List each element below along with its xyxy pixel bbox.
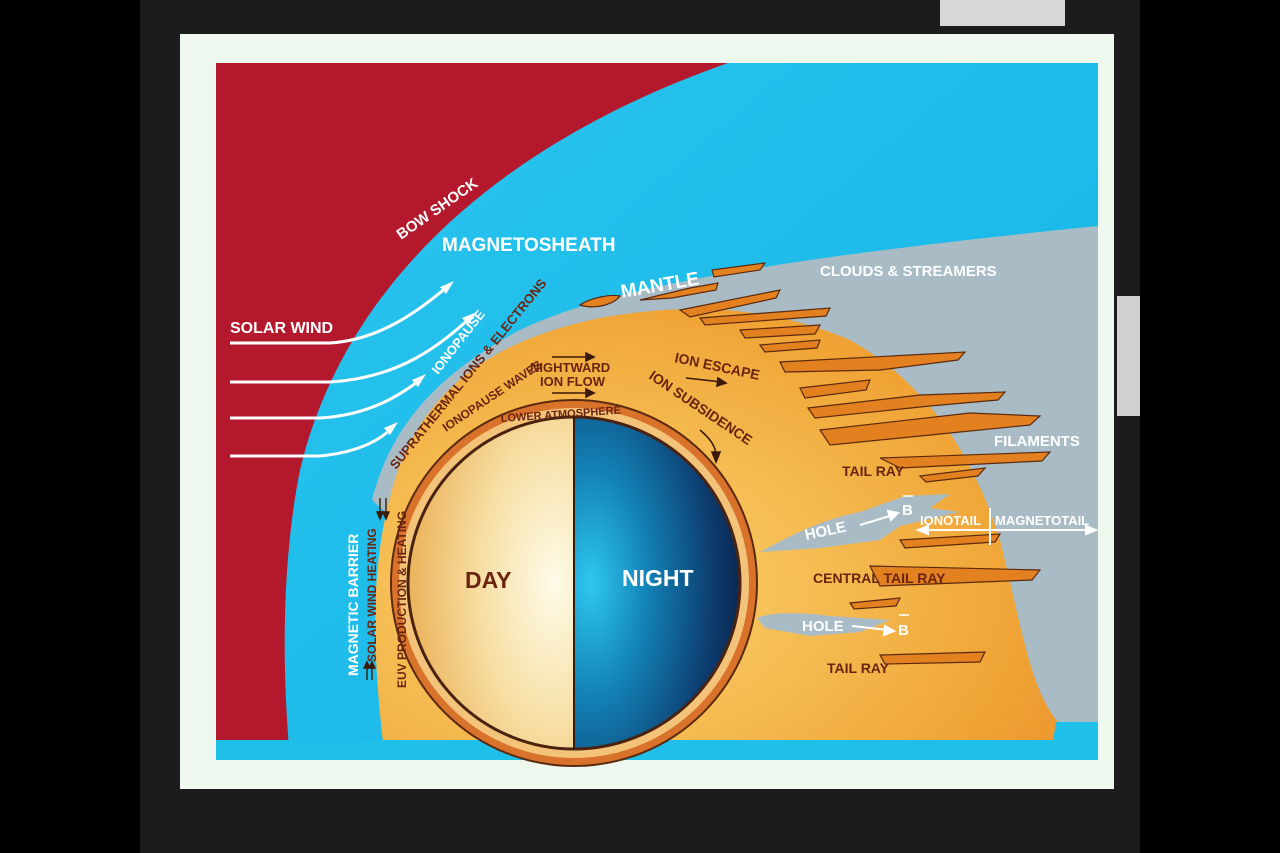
- hole-lower-region: [757, 613, 890, 636]
- nightward-label-line2: ION FLOW: [540, 374, 606, 389]
- arrowheads: [384, 281, 477, 435]
- barrier-arrows: [362, 498, 391, 680]
- magnetosheath-label: MAGNETOSHEATH: [442, 235, 615, 256]
- euv-production-label: EUV PRODUCTION & HEATING: [395, 511, 409, 688]
- b-field-arrows: [851, 508, 1099, 637]
- bottom-strip: [216, 740, 1098, 760]
- tape-right: [1117, 296, 1140, 416]
- hole-upper-region: [760, 494, 960, 552]
- day-label: DAY: [465, 567, 511, 593]
- night-label: NIGHT: [622, 565, 694, 591]
- b-lower-label: B: [898, 622, 909, 639]
- clouds-streamers-label: CLOUDS & STREAMERS: [820, 263, 997, 280]
- solar-wind-label: SOLAR WIND: [230, 320, 333, 337]
- tail-ray-lower-label: TAIL RAY: [827, 660, 890, 676]
- streamers: [578, 262, 1052, 665]
- hole-lower-label: HOLE: [802, 618, 844, 635]
- tape-top: [940, 0, 1065, 26]
- nightward-label-line1: NIGHTWARD: [530, 360, 610, 375]
- filaments-label: FILAMENTS: [994, 433, 1080, 450]
- central-tail-ray-label: CENTRAL TAIL RAY: [813, 570, 946, 586]
- tail-ray-upper-label: TAIL RAY: [842, 463, 905, 479]
- flow-arrows: [552, 351, 728, 465]
- solar-wind-heating-label: SOLAR WIND HEATING: [365, 528, 379, 662]
- magnetotail-label: MAGNETOTAIL: [995, 513, 1089, 528]
- b-bars: [899, 495, 913, 616]
- ionotail-label: IONOTAIL: [920, 513, 981, 528]
- b-upper-label: B: [902, 502, 913, 519]
- magnetic-barrier-label: MAGNETIC BARRIER: [345, 534, 361, 676]
- bottom-strip-right: [1050, 722, 1098, 760]
